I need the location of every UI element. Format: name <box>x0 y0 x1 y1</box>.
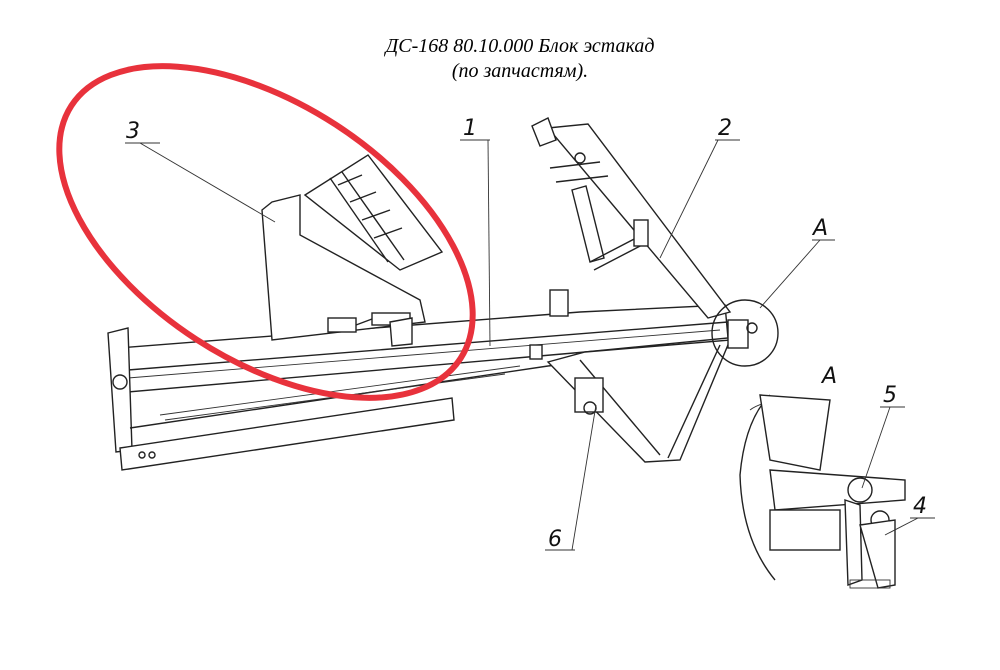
callout-a-marker: A <box>811 216 828 241</box>
ladder-assembly <box>261 154 444 347</box>
diagonal-strut <box>546 339 732 463</box>
callout-1: 1 <box>463 116 477 141</box>
highlight-ellipse <box>56 63 476 401</box>
callout-3: 3 <box>126 119 140 144</box>
callout-5: 5 <box>883 383 897 408</box>
leader-lines <box>125 139 935 551</box>
drawing-title: ДС-168 80.10.000 Блок эстакад (по запчас… <box>0 34 1000 84</box>
callout-2: 2 <box>718 116 732 141</box>
detail-circle-a <box>711 299 779 367</box>
detail-view-a <box>739 394 906 589</box>
main-beam <box>107 289 729 453</box>
title-line-2: (по запчастям). <box>451 60 589 82</box>
callout-4: 4 <box>913 494 927 519</box>
detail-a-title: A <box>820 364 837 389</box>
callout-6: 6 <box>548 527 562 552</box>
upper-arm <box>531 117 732 319</box>
title-line-1: ДС-168 80.10.000 Блок эстакад <box>385 35 655 57</box>
